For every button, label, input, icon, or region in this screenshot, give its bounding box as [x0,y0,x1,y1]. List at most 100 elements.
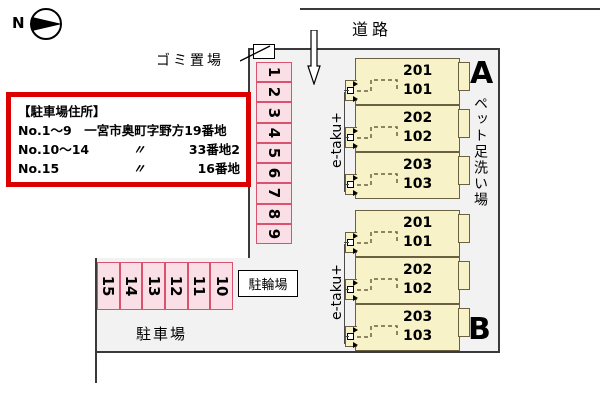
charger-cable-path [357,224,413,254]
north-letter: N [12,14,25,32]
unit-number-a-102: 102 [403,129,433,145]
charger-branch-line [344,289,349,290]
bicycle-parking-label: 駐輪場 [238,270,298,297]
charger-arrow-icon [353,248,358,254]
parking-stall-number: 12 [167,275,186,297]
charger-arrow-icon [353,143,358,149]
unit-number-b-201: 201 [403,215,433,231]
unit-number-b-102: 102 [403,281,433,297]
etaku-charger-label-b: e-taku+ [329,263,345,320]
parking-stall-number: 10 [212,275,231,297]
etaku-charger-label-a: e-taku+ [329,111,345,168]
address-row-2-ditto: 〃 [132,142,146,157]
parking-stall-5: 5 [256,142,292,164]
building-a-balcony-202 [458,109,470,138]
parking-stall-number: 9 [265,228,283,240]
building-a-unit-201 [355,58,460,105]
charger-arrow-icon [353,233,358,239]
parking-stall-number: 15 [99,275,118,297]
parking-stall-number: 4 [265,127,283,138]
address-box-title: 【駐車場住所】 [18,104,106,119]
parking-stall-number: 5 [265,147,283,159]
charger-arrow-icon [353,175,358,181]
charger-cable-path [357,318,413,348]
building-letter-b: B [468,312,491,347]
pet-wash-label: ペット足洗い場 [472,96,488,208]
building-a-balcony-203 [458,156,470,185]
parking-stall-1: 1 [256,62,292,83]
trash-leader-line [239,44,276,62]
address-row-2-no: No.10～14 [18,142,90,157]
parking-stall-15: 15 [97,262,120,310]
north-needle-icon [32,17,62,31]
charger-branch-line [344,90,349,91]
parking-stall-2: 2 [256,82,292,103]
building-a-unit-203 [355,152,460,199]
charger-arrow-icon [353,342,358,348]
charger-arrow-icon [353,295,358,301]
unit-number-a-103: 103 [403,176,433,192]
charger-cable-path [357,271,413,301]
charger-trunk-line-b [344,244,345,344]
charger-branch-line [344,242,349,243]
charger-cable-path [357,72,413,102]
address-row-2: No.10～14 〃 33番地2 [18,140,242,159]
unit-number-a-203: 203 [403,157,433,173]
charger-branch-line [344,137,349,138]
parking-stall-number: 11 [189,275,208,297]
address-row-3-ditto: 〃 [132,161,146,176]
address-row-1-text: No.1～9 一宮市奥町字野方19番地 [18,123,227,138]
building-b-unit-202 [355,257,460,304]
road-label: 道路 [352,20,393,39]
parking-stall-6: 6 [256,163,292,184]
address-row-3: No.15 〃 16番地 [18,159,242,178]
charger-arrow-icon [353,128,358,134]
unit-number-b-202: 202 [403,262,433,278]
charger-cable-path [357,119,413,149]
address-row-1: No.1～9 一宮市奥町字野方19番地 [18,121,242,140]
building-b-unit-203 [355,304,460,351]
parking-stall-7: 7 [256,183,292,204]
charger-arrow-icon [353,280,358,286]
road-boundary-line [300,8,600,10]
parking-stall-3: 3 [256,102,292,123]
charger-branch-line [344,184,349,185]
car-park-label: 駐車場 [136,325,188,343]
charger-arrow-icon [353,81,358,87]
charger-arrow-icon [353,190,358,196]
trash-area-label: ゴミ置場 [156,53,224,69]
parking-stall-number: 13 [144,275,163,297]
parking-stall-8: 8 [256,203,292,224]
parking-stall-number: 6 [265,168,283,179]
trash-area-box [253,44,275,59]
building-b-balcony-201 [458,214,470,243]
address-row-2-value: 33番地2 [188,142,240,157]
parking-stall-14: 14 [119,262,143,310]
unit-number-b-101: 101 [403,234,433,250]
site-left-boundary [95,258,97,383]
building-b-balcony-203 [458,308,470,337]
parking-stalls-vertical: 1 2 3 4 5 6 7 8 9 [256,62,292,244]
parking-stall-number: 8 [265,208,283,219]
north-compass: N [12,6,80,46]
parking-stall-number: 1 [265,66,283,78]
parking-stall-number: 3 [265,107,283,118]
parking-stall-number: 7 [265,188,283,199]
down-arrow-icon [307,30,321,85]
unit-number-a-101: 101 [403,82,433,98]
address-info-box: 【駐車場住所】 No.1～9 一宮市奥町字野方19番地 No.10～14 〃 3… [6,92,251,187]
parking-stall-12: 12 [165,262,188,310]
charger-trunk-line-a [344,92,345,192]
parking-stall-10: 10 [210,262,233,310]
charger-arrow-icon [353,96,358,102]
unit-number-b-203: 203 [403,309,433,325]
parking-stall-4: 4 [256,122,292,143]
charger-arrow-icon [353,327,358,333]
address-row-3-value: 16番地 [197,161,240,176]
charger-branch-line [344,336,349,337]
unit-number-b-103: 103 [403,328,433,344]
address-row-3-no: No.15 [18,161,60,176]
parking-stall-number: 14 [121,275,140,297]
building-a-balcony-201 [458,62,470,91]
